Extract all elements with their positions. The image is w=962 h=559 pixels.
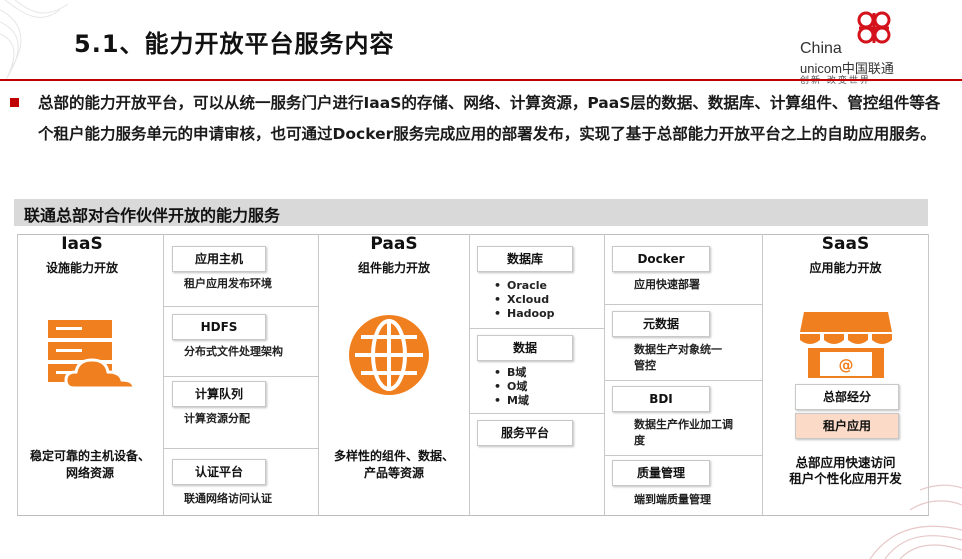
iaas-desc-line2: 网络资源 bbox=[65, 466, 114, 480]
server-stack-cloud-icon bbox=[48, 320, 136, 390]
iaas-item-hdfs-desc: 分布式文件处理架构 bbox=[184, 345, 283, 358]
divider bbox=[469, 413, 604, 414]
list-item: Xcloud bbox=[494, 293, 555, 307]
saas-subtitle: 应用能力开放 bbox=[809, 261, 882, 275]
section-title: 联通总部对合作伙伴开放的能力服务 bbox=[24, 206, 281, 225]
divider bbox=[469, 328, 604, 329]
paas-docker-desc: 应用快速部署 bbox=[634, 278, 700, 291]
page-title: 5.1、能力开放平台服务内容 bbox=[74, 30, 395, 58]
iaas-item-compute-queue-desc: 计算资源分配 bbox=[184, 412, 250, 425]
saas-desc-line2: 租户个性化应用开发 bbox=[789, 471, 902, 486]
logo-text-unicom: unicom中国联通 bbox=[800, 61, 894, 76]
decorative-corner-bottom-right bbox=[869, 484, 962, 559]
paas-description: 多样性的组件、数据、 产品等资源 bbox=[319, 448, 469, 482]
storefront-icon: @ bbox=[800, 312, 892, 378]
paas-metadata-button[interactable]: 元数据 bbox=[612, 311, 710, 337]
divider bbox=[318, 234, 319, 515]
saas-description: 总部应用快速访问 租户个性化应用开发 bbox=[763, 455, 928, 487]
list-item: Hadoop bbox=[494, 307, 555, 321]
divider bbox=[163, 376, 318, 377]
logo-slogan: 创新·改变世界 bbox=[800, 76, 871, 86]
paas-data-button[interactable]: 数据 bbox=[477, 335, 573, 361]
divider bbox=[604, 380, 762, 381]
logo-text-china: China bbox=[800, 40, 842, 57]
bullet-square-icon bbox=[10, 98, 19, 107]
divider bbox=[604, 234, 605, 515]
divider bbox=[762, 234, 763, 515]
paas-metadata-desc-line1: 数据生产对象统一 bbox=[634, 343, 722, 356]
paas-bdi-desc: 数据生产作业加工调 度 bbox=[634, 417, 733, 449]
iaas-item-hdfs[interactable]: HDFS bbox=[172, 314, 266, 340]
unicom-knot-icon bbox=[857, 11, 891, 44]
paas-database-button[interactable]: 数据库 bbox=[477, 246, 573, 272]
iaas-subtitle: 设施能力开放 bbox=[45, 261, 118, 275]
iaas-description: 稳定可靠的主机设备、 网络资源 bbox=[18, 448, 162, 482]
paas-desc-line1: 多样性的组件、数据、 bbox=[333, 449, 454, 463]
paas-service-platform-button[interactable]: 服务平台 bbox=[477, 420, 573, 446]
iaas-item-auth-platform[interactable]: 认证平台 bbox=[172, 459, 266, 485]
divider bbox=[604, 455, 762, 456]
paas-desc-line2: 产品等资源 bbox=[363, 466, 424, 480]
paas-subtitle: 组件能力开放 bbox=[357, 261, 430, 275]
decorative-corner-top-left bbox=[0, 0, 69, 80]
intro-paragraph: 总部的能力开放平台，可以从统一服务门户进行IaaS的存储、网络、计算资源，Paa… bbox=[38, 94, 941, 143]
saas-desc-line1: 总部应用快速访问 bbox=[795, 455, 896, 470]
list-item: M域 bbox=[494, 394, 529, 408]
divider bbox=[17, 234, 18, 515]
saas-title: SaaS bbox=[821, 234, 870, 254]
iaas-desc-line1: 稳定可靠的主机设备、 bbox=[29, 449, 150, 463]
saas-hq-analysis-button[interactable]: 总部经分 bbox=[795, 384, 899, 410]
paas-metadata-desc: 数据生产对象统一 管控 bbox=[634, 342, 722, 374]
iaas-title: IaaS bbox=[61, 234, 103, 254]
divider bbox=[928, 234, 929, 515]
divider bbox=[604, 304, 762, 305]
title-divider bbox=[0, 79, 962, 81]
china-unicom-logo: China unicom中国联通 创新·改变世界 bbox=[800, 8, 950, 86]
divider bbox=[163, 306, 318, 307]
iaas-item-auth-platform-desc: 联通网络访问认证 bbox=[184, 492, 272, 505]
list-item: O域 bbox=[494, 380, 529, 394]
paas-quality-button[interactable]: 质量管理 bbox=[612, 460, 710, 486]
list-item: Oracle bbox=[494, 279, 555, 293]
iaas-item-app-host-desc: 租户应用发布环境 bbox=[184, 277, 272, 290]
paas-bdi-button[interactable]: BDI bbox=[612, 386, 710, 412]
divider bbox=[163, 448, 318, 449]
paas-bdi-desc-line2: 度 bbox=[634, 434, 645, 447]
paas-metadata-desc-line2: 管控 bbox=[634, 359, 656, 372]
saas-tenant-app-button[interactable]: 租户应用 bbox=[795, 413, 899, 439]
globe-icon bbox=[349, 315, 429, 395]
iaas-item-app-host[interactable]: 应用主机 bbox=[172, 246, 266, 272]
divider bbox=[163, 234, 164, 515]
paas-bdi-desc-line1: 数据生产作业加工调 bbox=[634, 418, 733, 431]
capability-grid bbox=[17, 234, 929, 516]
divider bbox=[469, 234, 470, 515]
section-header: 联通总部对合作伙伴开放的能力服务 bbox=[14, 199, 928, 226]
paas-quality-desc: 端到端质量管理 bbox=[634, 493, 711, 506]
paas-database-list: Oracle Xcloud Hadoop bbox=[494, 279, 555, 321]
paas-title: PaaS bbox=[370, 234, 418, 254]
paas-data-list: B域 O域 M域 bbox=[494, 366, 529, 408]
list-item: B域 bbox=[494, 366, 529, 380]
svg-text:@: @ bbox=[839, 356, 854, 374]
paas-docker-button[interactable]: Docker bbox=[612, 246, 710, 272]
iaas-item-compute-queue[interactable]: 计算队列 bbox=[172, 381, 266, 407]
